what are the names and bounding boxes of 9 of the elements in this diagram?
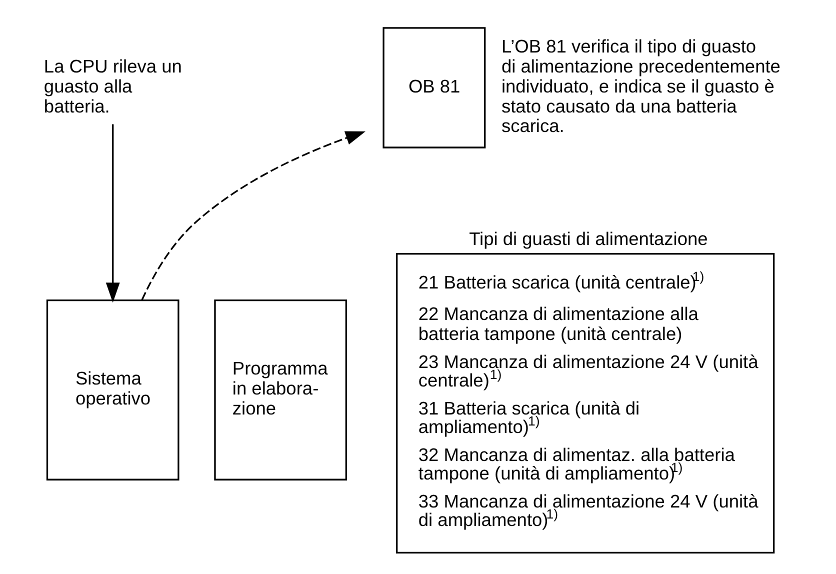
node-box: OB 81 [382, 27, 486, 148]
node-box: Sistema operativo [46, 299, 180, 480]
node-label: L’OB 81 verifica il tipo di guasto di alimentazione precedentemente individuato, e indica se il guasto è stato causato da una batteria scarica. [501, 36, 780, 136]
node-label: Tipi di guasti di alimentazione [469, 228, 708, 250]
node-box: Programma in elabora-zione [214, 299, 347, 480]
arrow [141, 131, 366, 300]
node-box: 21 Batteria scarica (unità centrale)$^{1)}$ 22 Mancanza di alimentazione alla batteria tampone (unità centrale) 23 Mancanza di alimentazione 24 V (unità centrale)$^{1)}$ 31 Batteria scarica (unità di ampliamento)$^{1)}$ 32 Mancanza di alimentaz. alla batteria tampone (unità di ampliamento)$^{1)}$ 33 Mancanza di alimentazione 24 V (unità di ampliamento)$^{1)}$ [396, 252, 775, 554]
arrow [106, 124, 120, 303]
node-text: La CPU rileva un guasto alla batteria. [44, 55, 182, 116]
